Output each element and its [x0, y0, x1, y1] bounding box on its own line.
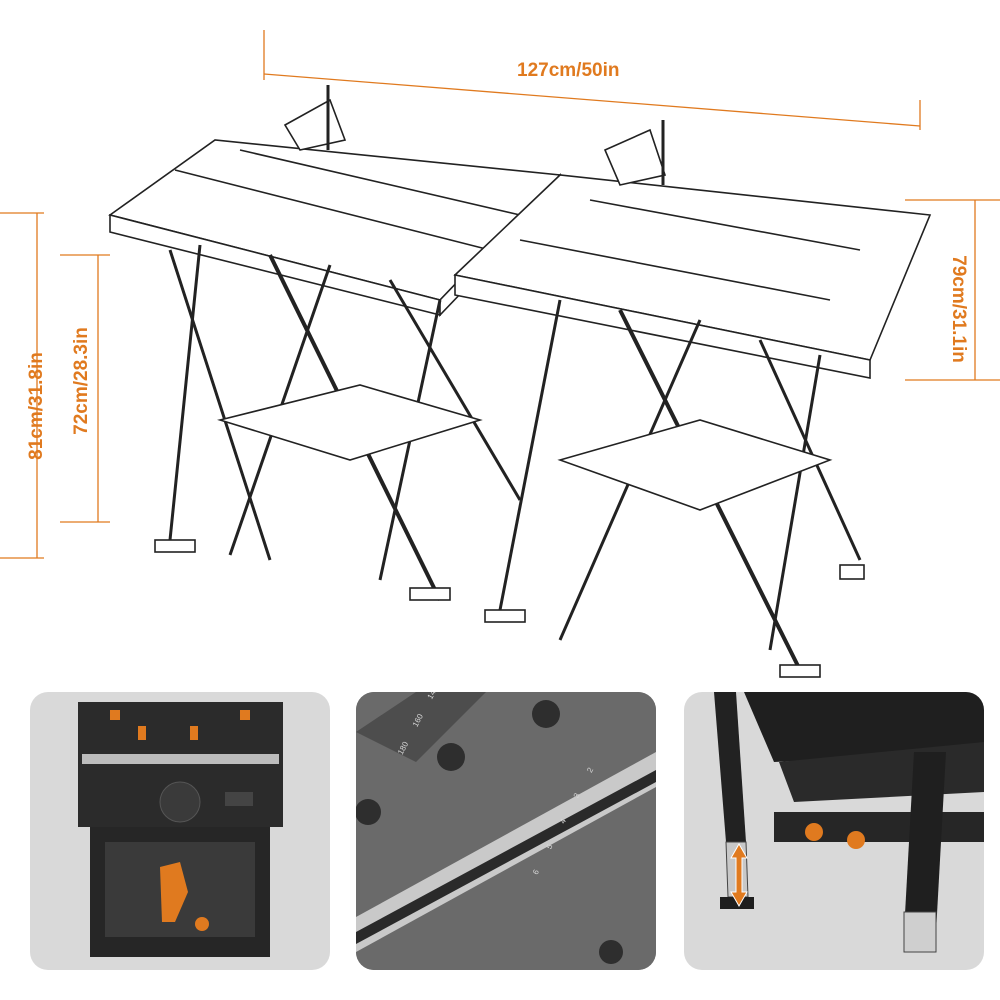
workbench-left — [108, 85, 562, 601]
workbench-right — [453, 120, 932, 678]
outer-height-dimension-label: 81cm/31.8in — [26, 352, 47, 460]
width-dimension-label: 127cm/50in — [517, 60, 620, 81]
dimension-lines — [0, 30, 1000, 559]
folded-workbench-photo — [30, 692, 330, 970]
workbench-pair-illustration — [0, 30, 1000, 678]
right-height-dimension-label: 79cm/31.1in — [948, 255, 969, 363]
adjustable-leg-photo — [684, 692, 984, 970]
inner-height-dimension-label: 72cm/28.3in — [71, 327, 92, 435]
